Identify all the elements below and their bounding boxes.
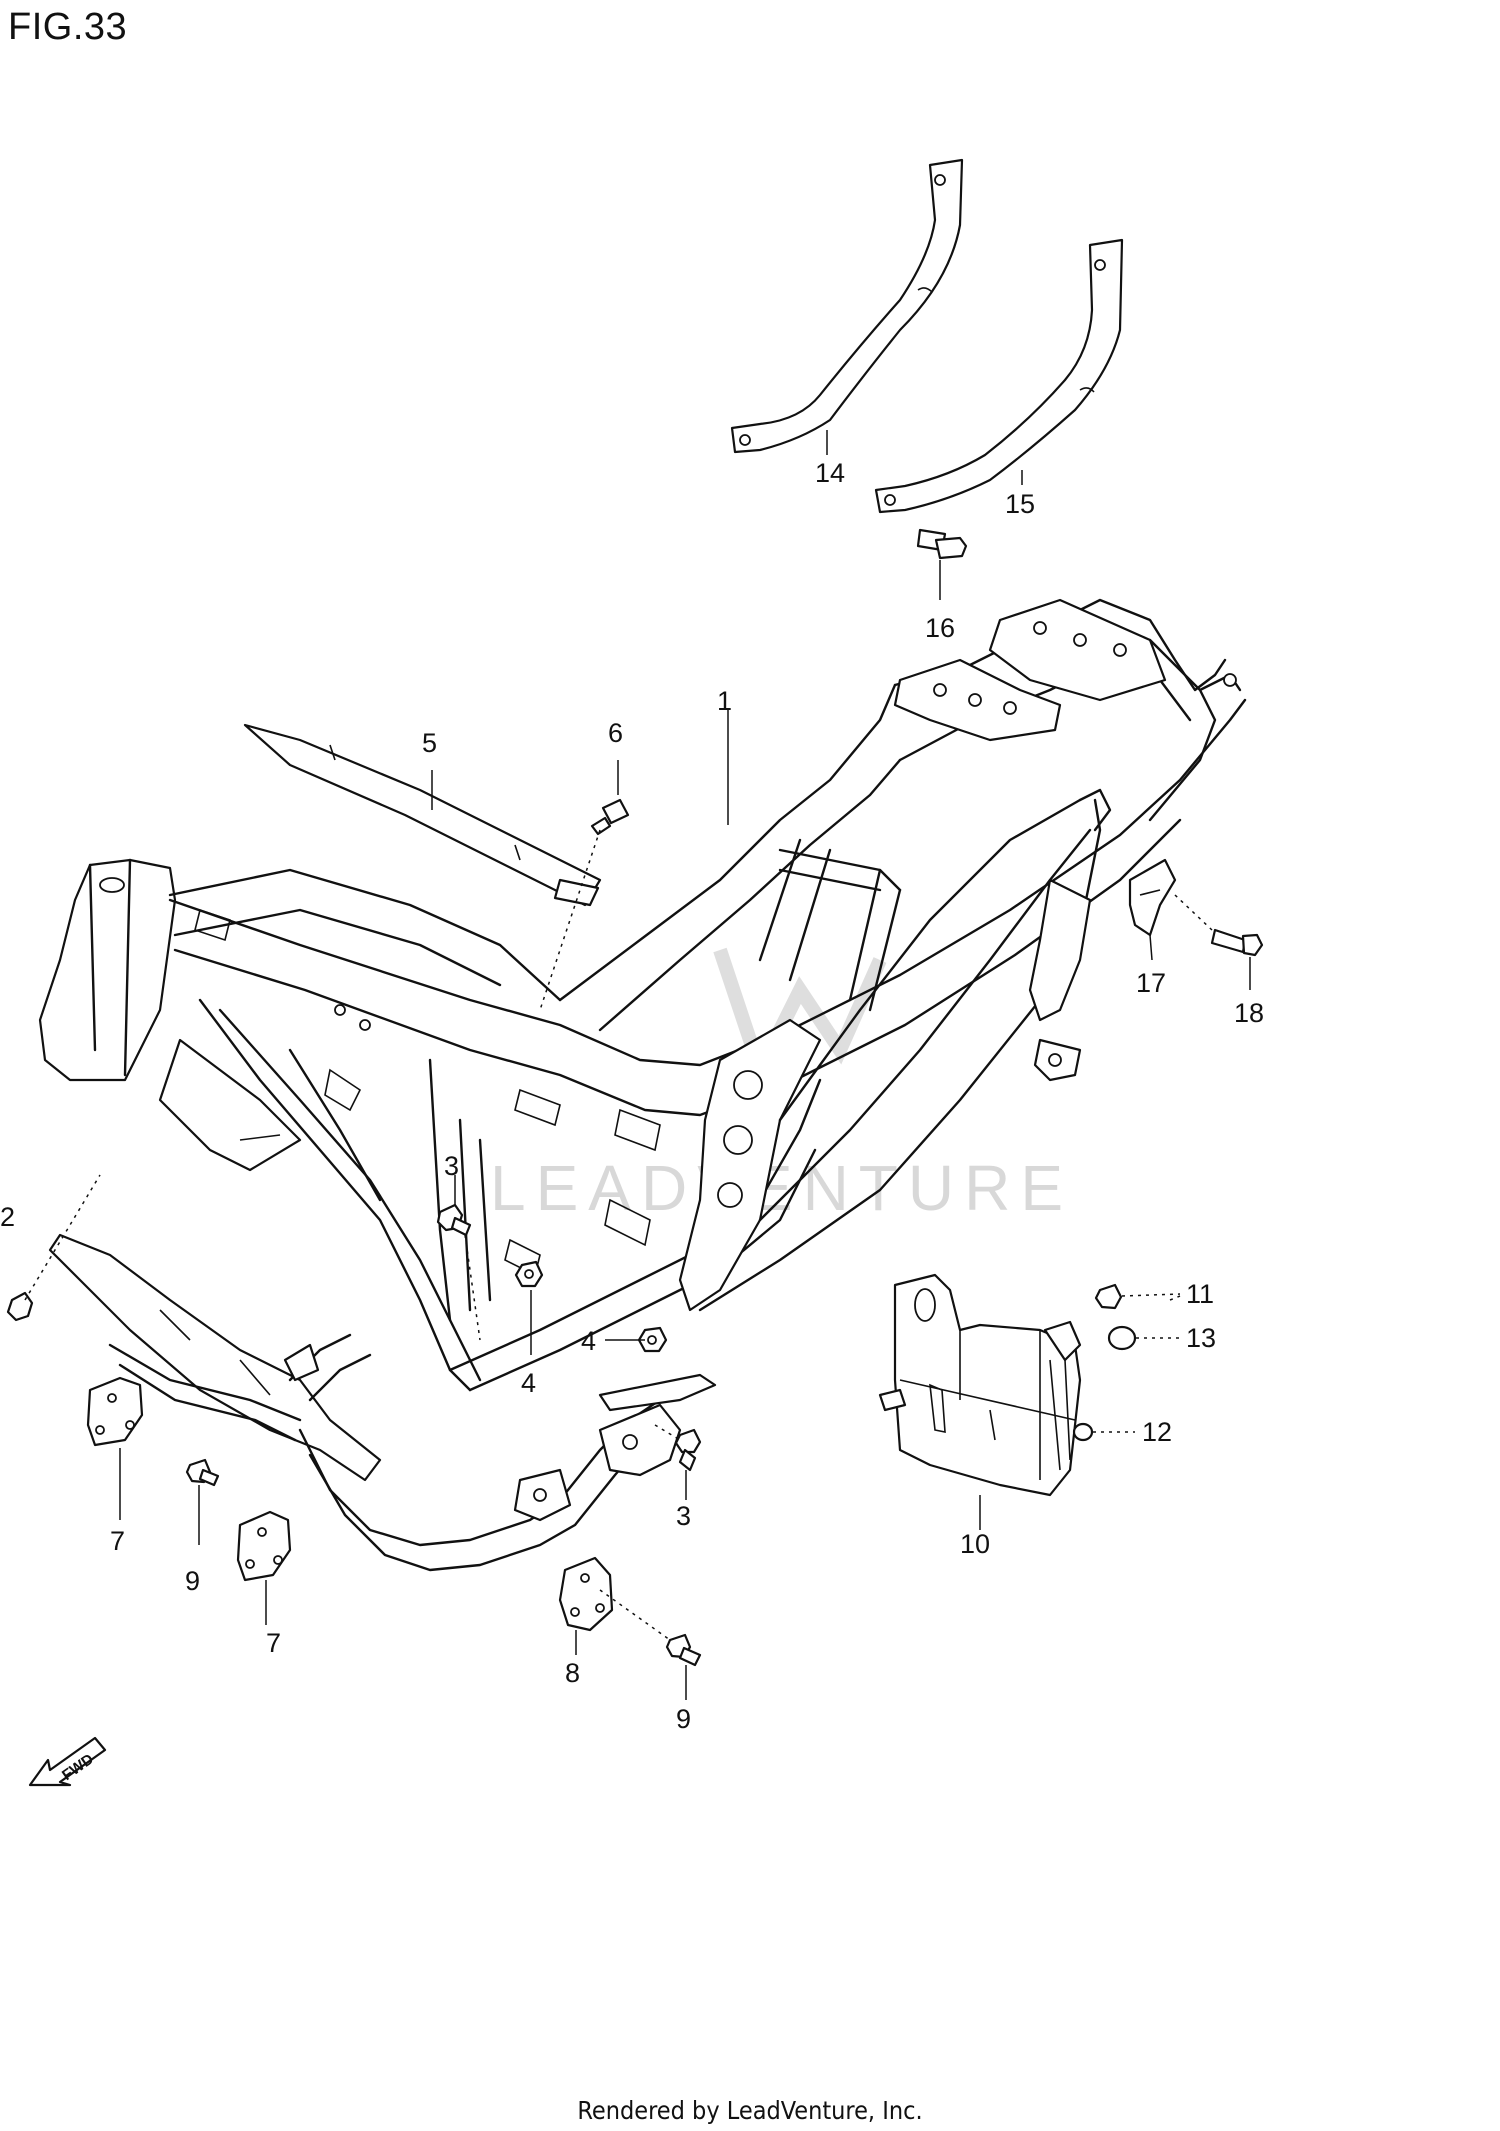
bolt-part-3-upper[interactable] <box>436 1203 472 1237</box>
bolt-part-11[interactable] <box>1094 1283 1181 1310</box>
callout-1: 1 <box>717 686 732 716</box>
rail-part-5[interactable] <box>243 723 602 907</box>
bracket-part-14[interactable] <box>730 158 964 454</box>
footer-credit: Rendered by LeadVenture, Inc. <box>577 2096 923 2125</box>
callout-8: 8 <box>565 1658 580 1688</box>
callout-9-left: 9 <box>185 1566 200 1596</box>
battery-tray-part-10[interactable] <box>878 1273 1082 1497</box>
callout-4-lower: 4 <box>581 1326 596 1356</box>
watermark-text: LEADVENTURE <box>490 1152 1073 1224</box>
callout-labels: 1 2 3 3 4 4 5 6 7 7 8 9 9 10 11 12 13 14… <box>0 458 1264 1734</box>
callout-7-left: 7 <box>110 1526 125 1556</box>
nut-part-4-upper[interactable] <box>514 1260 544 1288</box>
bolt-part-9-left[interactable] <box>185 1458 220 1487</box>
callout-7-right: 7 <box>266 1628 281 1658</box>
frame-part-1[interactable] <box>38 598 1247 1392</box>
callout-14: 14 <box>815 458 845 488</box>
fwd-arrow: FWD <box>28 1736 107 1787</box>
bolt-part-9-right[interactable] <box>665 1633 702 1667</box>
bracket-part-15[interactable] <box>874 238 1124 514</box>
screw-part-18[interactable] <box>1174 894 1264 957</box>
bolt-part-16[interactable] <box>916 528 968 560</box>
callout-6: 6 <box>608 718 623 748</box>
callout-5: 5 <box>422 728 437 758</box>
plate-part-7-right[interactable] <box>236 1510 292 1582</box>
callout-4-upper: 4 <box>521 1368 536 1398</box>
cushion-part-13[interactable] <box>1107 1325 1180 1351</box>
callout-16: 16 <box>925 613 955 643</box>
callout-3-upper: 3 <box>444 1151 459 1181</box>
nut-part-12[interactable] <box>1072 1422 1135 1442</box>
callout-17: 17 <box>1136 968 1166 998</box>
callout-12: 12 <box>1142 1417 1172 1447</box>
plate-part-8[interactable] <box>558 1556 671 1641</box>
leader-lines <box>119 430 1251 1700</box>
watermark: LEADVENTURE <box>490 947 1073 1224</box>
callout-2: 2 <box>0 1202 15 1232</box>
clamp-part-17[interactable] <box>1128 858 1177 937</box>
figure-title: FIG.33 <box>8 6 128 48</box>
callout-18: 18 <box>1234 998 1264 1028</box>
callout-9-right: 9 <box>676 1704 691 1734</box>
bolt-part-3-lower[interactable] <box>654 1424 702 1472</box>
bolt-part-6[interactable] <box>590 798 630 836</box>
lower-cradle <box>48 1233 717 1572</box>
callout-3-lower: 3 <box>676 1501 691 1531</box>
callout-13: 13 <box>1186 1323 1216 1353</box>
bolt-part-2[interactable] <box>6 1174 101 1322</box>
plate-part-7-left[interactable] <box>86 1376 144 1447</box>
callout-11: 11 <box>1186 1279 1214 1309</box>
callout-15: 15 <box>1005 489 1035 519</box>
callout-10: 10 <box>960 1529 990 1559</box>
